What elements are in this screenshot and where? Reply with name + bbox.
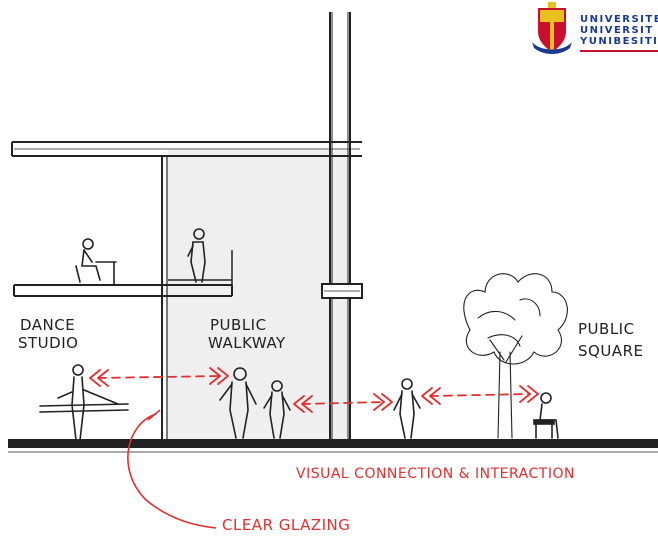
- pedestrian-3: [393, 378, 421, 439]
- seated-figure: [75, 238, 117, 285]
- balcony-rail: [168, 250, 233, 285]
- label-dance-2: STUDIO: [18, 334, 78, 352]
- label-visual-connection: VISUAL CONNECTION & INTERACTION: [296, 466, 575, 482]
- university-logo: UNIVERSITE UNIVERSIT YUNIBESITI: [528, 2, 658, 58]
- logo-line-1: UNIVERSITE: [580, 14, 658, 25]
- logo-line-3: YUNIBESITI: [580, 36, 658, 47]
- dancer-figure: [39, 364, 129, 441]
- bench-figure: [533, 392, 559, 439]
- label-dance-1: DANCE: [20, 316, 75, 334]
- glazing-leader: [127, 413, 217, 529]
- label-square-2: SQUARE: [578, 342, 643, 360]
- crest-icon: [532, 2, 572, 54]
- logo-rule: [580, 50, 658, 52]
- label-clear-glazing: CLEAR GLAZING: [222, 516, 350, 534]
- label-walkway-2: WALKWAY: [208, 334, 286, 352]
- pedestrian-2: [263, 380, 291, 439]
- tree: [463, 273, 568, 439]
- ground-line: [8, 439, 658, 453]
- tall-column: [329, 12, 351, 440]
- upper-slab: [11, 141, 362, 157]
- standing-figure-upper: [187, 228, 206, 283]
- label-square-1: PUBLIC: [578, 320, 635, 338]
- pedestrian-1: [219, 367, 257, 439]
- mid-slab: [13, 284, 233, 297]
- logo-line-2: UNIVERSIT: [580, 25, 654, 36]
- interaction-arrows: [89, 367, 539, 413]
- glazing-line: [161, 156, 168, 440]
- label-walkway-1: PUBLIC: [210, 316, 267, 334]
- university-name: UNIVERSITE UNIVERSIT YUNIBESITI: [580, 14, 658, 47]
